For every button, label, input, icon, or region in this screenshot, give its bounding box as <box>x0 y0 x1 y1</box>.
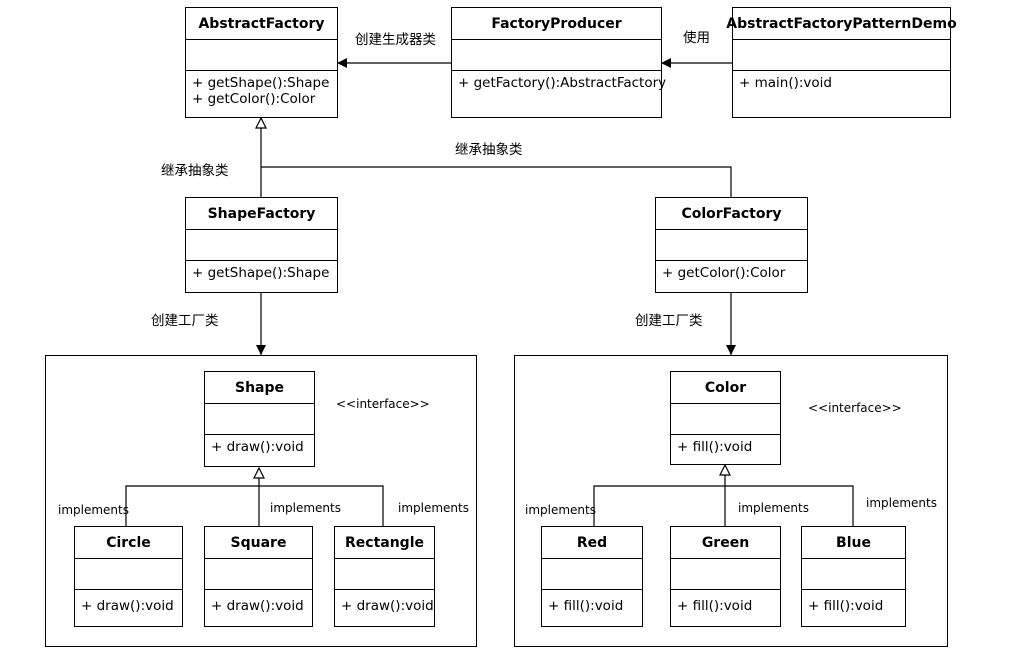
operation: + fill():void <box>677 598 753 614</box>
class-name: Green <box>671 527 780 559</box>
operations-section: + draw():void <box>75 590 182 614</box>
class-name: Square <box>205 527 312 559</box>
factory-producer-class[interactable]: FactoryProducer + getFactory():AbstractF… <box>451 7 667 118</box>
operations-section: + main():void <box>733 71 950 91</box>
attributes-section <box>205 559 312 590</box>
operation: + getColor():Color <box>192 91 316 107</box>
operation: + draw():void <box>211 598 304 614</box>
color-interface-class[interactable]: Color + fill():void <box>670 371 781 465</box>
implements-label-green: implements <box>738 501 809 515</box>
operation: + fill():void <box>808 598 884 614</box>
create-factory-label-left: 创建工厂类 <box>151 313 219 329</box>
square-class[interactable]: Square + draw():void <box>204 526 313 627</box>
operation: + getColor():Color <box>662 265 786 281</box>
class-name: ColorFactory <box>656 198 807 230</box>
operation: + getShape():Shape <box>192 265 330 281</box>
class-name: Red <box>542 527 642 559</box>
class-name: Color <box>671 372 780 404</box>
operation: + getFactory():AbstractFactory <box>458 75 667 91</box>
attributes-section <box>733 40 950 71</box>
implements-label-blue: implements <box>866 496 937 510</box>
operations-section: + fill():void <box>671 435 780 455</box>
rectangle-class[interactable]: Rectangle + draw():void <box>334 526 435 627</box>
abstract-factory-class[interactable]: AbstractFactory + getShape():Shape + get… <box>185 7 338 118</box>
blue-class[interactable]: Blue + fill():void <box>801 526 906 627</box>
attributes-section <box>205 404 314 435</box>
operation: + draw():void <box>81 598 174 614</box>
class-name: Rectangle <box>335 527 434 559</box>
shape-interface-class[interactable]: Shape + draw():void <box>204 371 315 467</box>
attributes-section <box>186 40 337 71</box>
implements-label-circle: implements <box>58 503 129 517</box>
attributes-section <box>335 559 434 590</box>
attributes-section <box>75 559 182 590</box>
shape-implements-line <box>125 485 384 526</box>
class-name: ShapeFactory <box>186 198 337 230</box>
color-factory-inherit-line <box>261 166 732 197</box>
operation: + draw():void <box>211 439 304 455</box>
create-generator-label: 创建生成器类 <box>355 32 436 48</box>
operations-section: + getShape():Shape + getColor():Color <box>186 71 337 107</box>
attributes-section <box>452 40 661 71</box>
operation: + fill():void <box>677 439 753 455</box>
operations-section: + draw():void <box>335 590 434 614</box>
implements-label-red: implements <box>525 503 596 517</box>
inherit-label-right: 继承抽象类 <box>455 142 523 158</box>
color-factory-class[interactable]: ColorFactory + getColor():Color <box>655 197 808 293</box>
green-class[interactable]: Green + fill():void <box>670 526 781 627</box>
operation: + getShape():Shape <box>192 75 330 91</box>
operations-section: + fill():void <box>802 590 905 614</box>
operations-section: + getFactory():AbstractFactory <box>452 71 667 91</box>
attributes-section <box>802 559 905 590</box>
class-name: AbstractFactoryPatternDemo <box>726 8 957 40</box>
operations-section: + getColor():Color <box>656 261 807 281</box>
operations-section: + getShape():Shape <box>186 261 337 281</box>
create-factory-label-right: 创建工厂类 <box>635 313 703 329</box>
attributes-section <box>186 230 337 261</box>
class-name: Shape <box>205 372 314 404</box>
implements-label-square: implements <box>270 501 341 515</box>
demo-class[interactable]: AbstractFactoryPatternDemo + main():void <box>726 7 957 118</box>
shape-factory-class[interactable]: ShapeFactory + getShape():Shape <box>185 197 338 293</box>
attributes-section <box>671 404 780 435</box>
circle-class[interactable]: Circle + draw():void <box>74 526 183 627</box>
operations-section: + draw():void <box>205 435 314 455</box>
color-package <box>514 355 948 647</box>
shape-package <box>45 355 477 647</box>
class-name: Blue <box>802 527 905 559</box>
operations-section: + fill():void <box>671 590 780 614</box>
implements-label-rectangle: implements <box>398 501 469 515</box>
class-name: Circle <box>75 527 182 559</box>
attributes-section <box>542 559 642 590</box>
operation: + draw():void <box>341 598 434 614</box>
operations-section: + draw():void <box>205 590 312 614</box>
class-name: FactoryProducer <box>452 8 661 40</box>
inherit-label-left: 继承抽象类 <box>161 163 229 179</box>
red-class[interactable]: Red + fill():void <box>541 526 643 627</box>
operation: + fill():void <box>548 598 624 614</box>
attributes-section <box>671 559 780 590</box>
attributes-section <box>656 230 807 261</box>
operations-section: + fill():void <box>542 590 642 614</box>
class-name: AbstractFactory <box>186 8 337 40</box>
use-label: 使用 <box>683 30 710 46</box>
shape-stereotype: <<interface>> <box>336 397 430 411</box>
operation: + main():void <box>739 75 832 91</box>
color-stereotype: <<interface>> <box>808 401 902 415</box>
color-implements-line <box>593 485 854 526</box>
